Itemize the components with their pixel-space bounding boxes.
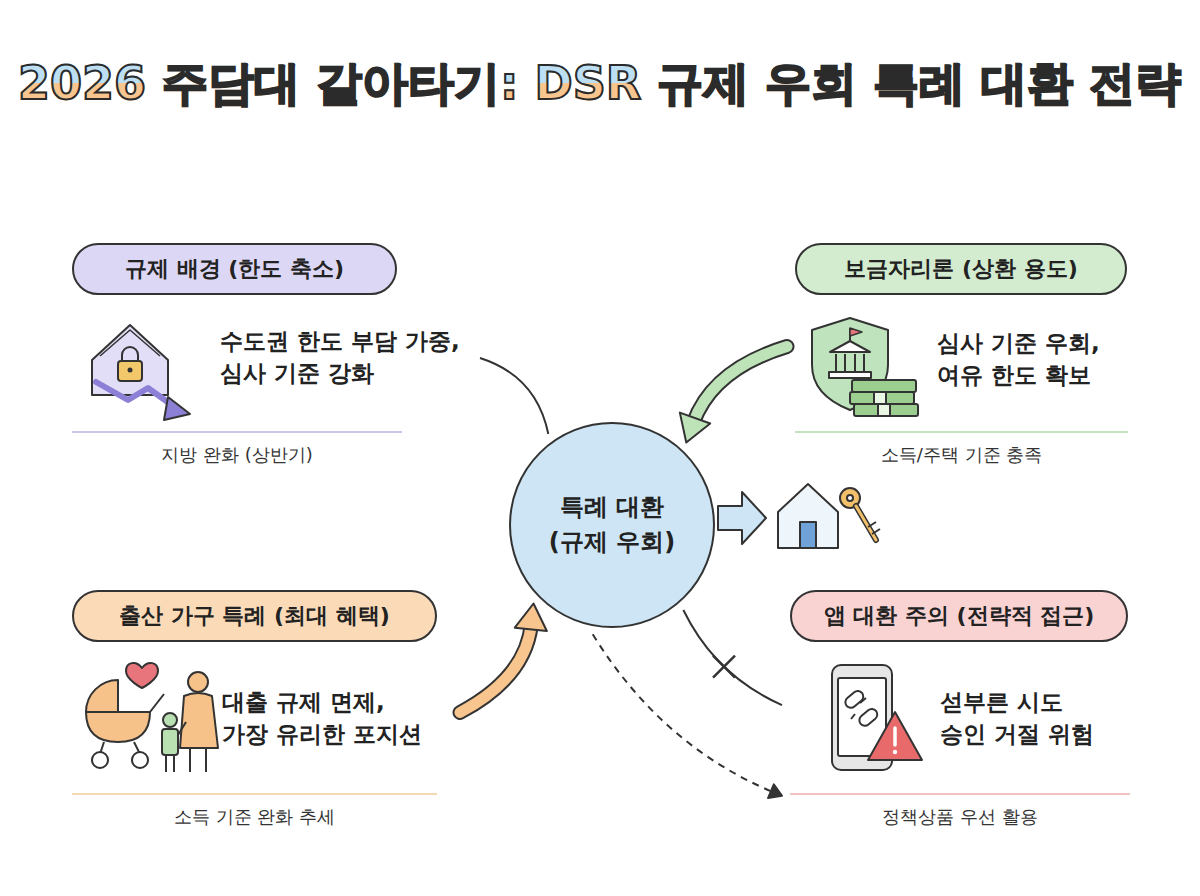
topic-panel: 규제 배경 (한도 축소) 수도권 한도 부담 가중, 심사 기준 강화지방 완화… <box>72 243 472 473</box>
circle-text-group: 특례 대환 (규제 우회) <box>548 490 676 560</box>
body-text: 섣부른 시도 승인 거절 위험 <box>940 686 1094 750</box>
arrow-body <box>693 347 787 423</box>
connector-line <box>593 634 782 798</box>
arrow-head <box>515 603 547 631</box>
family-icon <box>86 663 218 772</box>
body-text: 심사 기준 우회, 여유 한도 확보 <box>937 327 1101 391</box>
blocked-mark <box>713 656 735 678</box>
connector-line <box>480 358 548 434</box>
connector-line <box>683 610 782 705</box>
arrow-head <box>680 413 710 443</box>
divider-line <box>72 793 437 795</box>
shield-bank-icon <box>812 318 918 416</box>
diagram-title: 2026 주담대 갈아타기: DSR 규제 우회 특례 대환 전략 <box>18 52 1181 115</box>
center-circle: 특례 대환 (규제 우회) <box>509 422 715 628</box>
arrow-body <box>460 624 531 712</box>
divider-line <box>72 431 402 433</box>
topic-panel: 보금자리론 (상환 용도) 심사 기준 우회, 여유 한도 확보소득/주택 기준 … <box>795 243 1140 473</box>
topic-panel: 앱 대환 주의 (전략적 접근) 섣부른 시도 승인 거절 위험정책상품 우선 활… <box>790 590 1135 835</box>
body-text: 수도권 한도 부담 가중, 심사 기준 강화 <box>220 325 460 389</box>
arrow-outline <box>460 624 531 712</box>
heading-pill: 규제 배경 (한도 축소) <box>72 243 397 295</box>
arrow-outline <box>693 347 787 423</box>
footnote: 정책상품 우선 활용 <box>790 805 1130 829</box>
divider-line <box>795 431 1128 433</box>
heading-pill: 앱 대환 주의 (전략적 접근) <box>790 590 1128 642</box>
connector-path <box>683 610 782 705</box>
thick-arrow <box>460 603 547 712</box>
connector-path <box>480 358 548 434</box>
body-text: 대출 규제 면제, 가장 유리한 포지션 <box>222 686 422 750</box>
house-key-icon <box>718 484 880 548</box>
connector-path <box>593 634 773 792</box>
heading-pill: 출산 가구 특례 (최대 혜택) <box>72 590 437 642</box>
thick-arrow <box>680 347 787 443</box>
phone-warning-icon <box>832 665 922 770</box>
topic-panel: 출산 가구 특례 (최대 혜택) 대출 규제 면제, 가장 유리한 포지션소득 기… <box>72 590 452 835</box>
footnote: 소득/주택 기준 충족 <box>795 443 1128 467</box>
divider-line <box>790 793 1130 795</box>
house-lock-icon <box>92 325 190 420</box>
circle-label: 특례 대환 (규제 우회) <box>548 490 676 560</box>
footnote: 소득 기준 완화 추세 <box>72 805 437 829</box>
arrow-head <box>768 784 782 798</box>
footnote: 지방 완화 (상반기) <box>72 443 402 467</box>
heading-pill: 보금자리론 (상환 용도) <box>795 243 1127 295</box>
